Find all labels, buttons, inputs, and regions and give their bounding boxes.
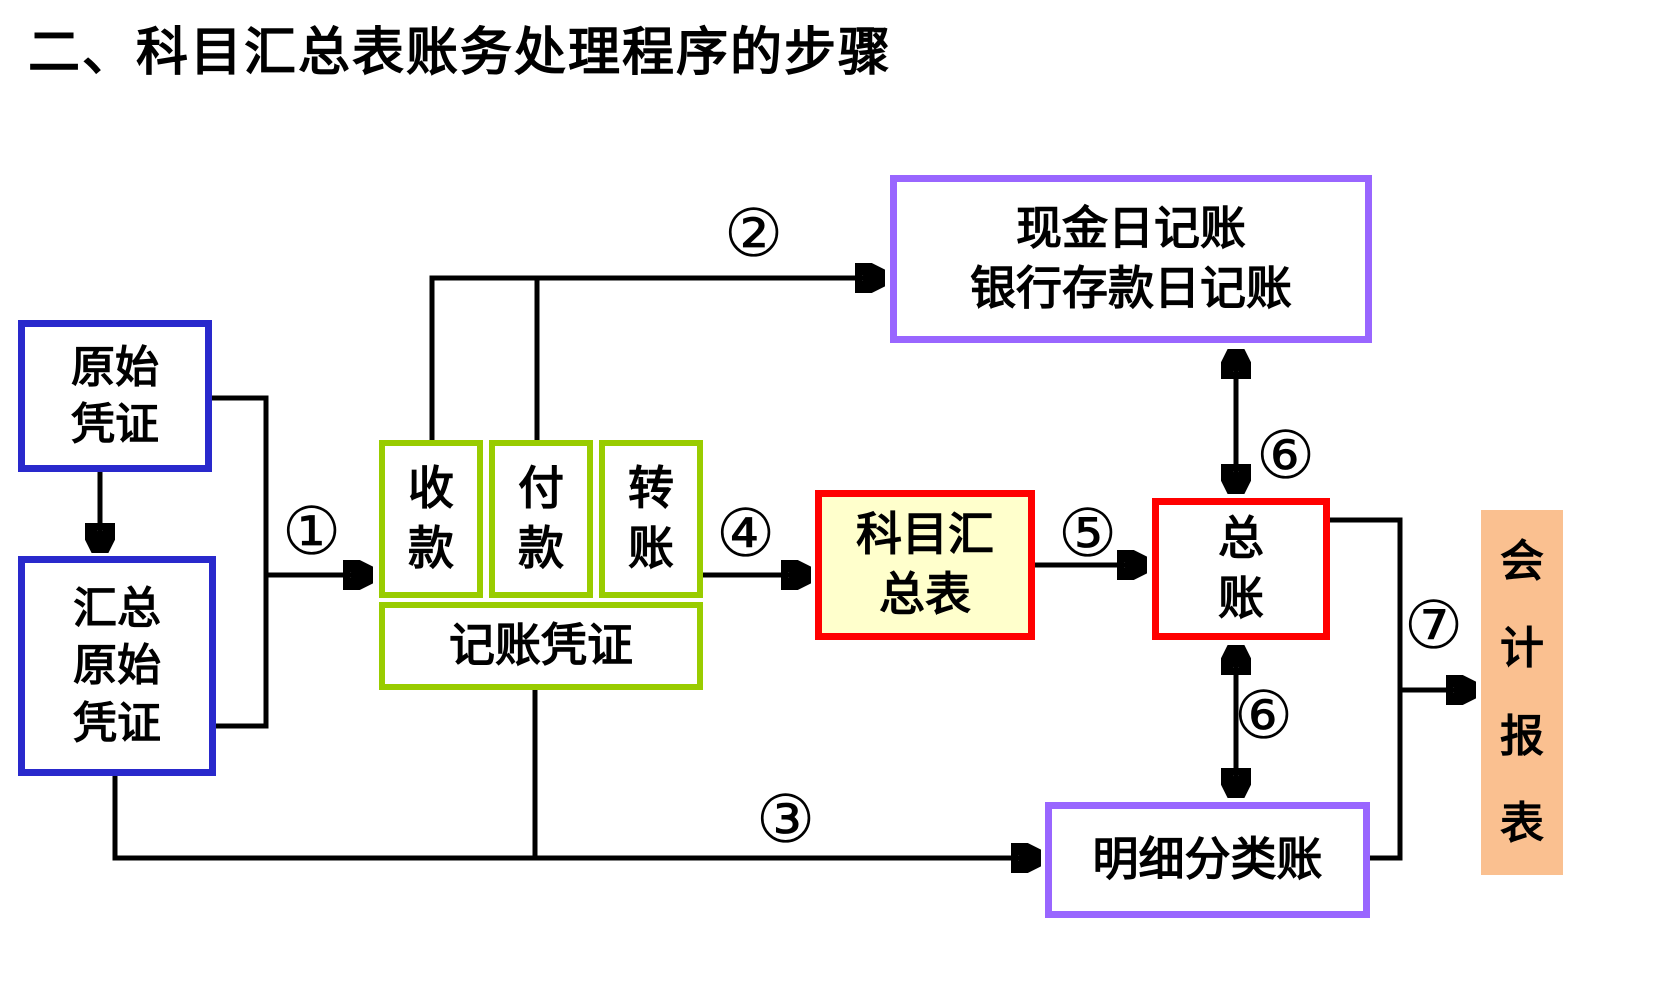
step-5-marker: ⑤ — [1058, 496, 1118, 570]
bookkeeping-voucher-box: 记账凭证 — [379, 602, 703, 690]
transfer-voucher-line2: 账 — [628, 522, 674, 574]
receipt-voucher-box: 收 款 — [379, 440, 483, 598]
transfer-voucher-line1: 转 — [628, 462, 674, 515]
receipt-voucher-line1: 收 — [408, 462, 454, 515]
step-6-marker-bottom: ⑥ — [1234, 678, 1294, 752]
accounting-report-char1: 会 — [1500, 537, 1544, 587]
payment-voucher-box: 付 款 — [489, 440, 593, 598]
general-ledger-box: 总 账 — [1152, 498, 1330, 640]
subject-summary-table-box: 科目汇 总表 — [815, 490, 1035, 640]
summary-original-voucher-line2: 原始 — [73, 641, 161, 691]
cash-journal-line2: 银行存款日记账 — [970, 262, 1292, 314]
general-ledger-line2: 账 — [1218, 572, 1264, 624]
transfer-voucher-box: 转 账 — [599, 440, 703, 598]
arrow-step2-to-journal — [429, 278, 882, 440]
subject-summary-line1: 科目汇 — [856, 508, 994, 561]
summary-original-voucher-line1: 汇总 — [73, 584, 161, 634]
summary-original-voucher-box: 汇总 原始 凭证 — [18, 556, 216, 776]
subsidiary-ledger-label: 明细分类账 — [1092, 833, 1323, 886]
step-3-marker: ③ — [756, 782, 816, 856]
cash-journal-line1: 现金日记账 — [1016, 202, 1246, 255]
accounting-report-char3: 报 — [1500, 711, 1544, 761]
payment-voucher-line1: 付 — [518, 462, 564, 515]
step-7-marker: ⑦ — [1404, 588, 1464, 662]
accounting-report-char2: 计 — [1500, 624, 1544, 674]
step-4-marker: ④ — [716, 496, 776, 570]
arrow-step3-to-subsidiary — [112, 776, 1038, 858]
step-6-marker-top: ⑥ — [1256, 418, 1316, 492]
step-1-marker: ① — [282, 494, 342, 568]
original-voucher-box: 原始 凭证 — [18, 320, 212, 472]
connector-blue-boxes — [212, 395, 269, 729]
original-voucher-line1: 原始 — [71, 342, 159, 392]
accounting-report-box: 会 计 报 表 — [1481, 510, 1563, 875]
bookkeeping-voucher-label: 记账凭证 — [449, 619, 633, 672]
summary-original-voucher-line3: 凭证 — [73, 698, 161, 748]
cash-journal-box: 现金日记账 银行存款日记账 — [890, 175, 1372, 343]
receipt-voucher-line2: 款 — [408, 522, 454, 574]
general-ledger-line1: 总 — [1218, 512, 1264, 565]
page-title: 二、科目汇总表账务处理程序的步骤 — [28, 24, 893, 82]
payment-voucher-line2: 款 — [518, 522, 564, 574]
original-voucher-line2: 凭证 — [71, 400, 159, 449]
subsidiary-ledger-box: 明细分类账 — [1045, 802, 1370, 918]
step-2-marker: ② — [724, 196, 784, 270]
accounting-report-char4: 表 — [1500, 798, 1544, 848]
subject-summary-line2: 总表 — [879, 568, 971, 620]
